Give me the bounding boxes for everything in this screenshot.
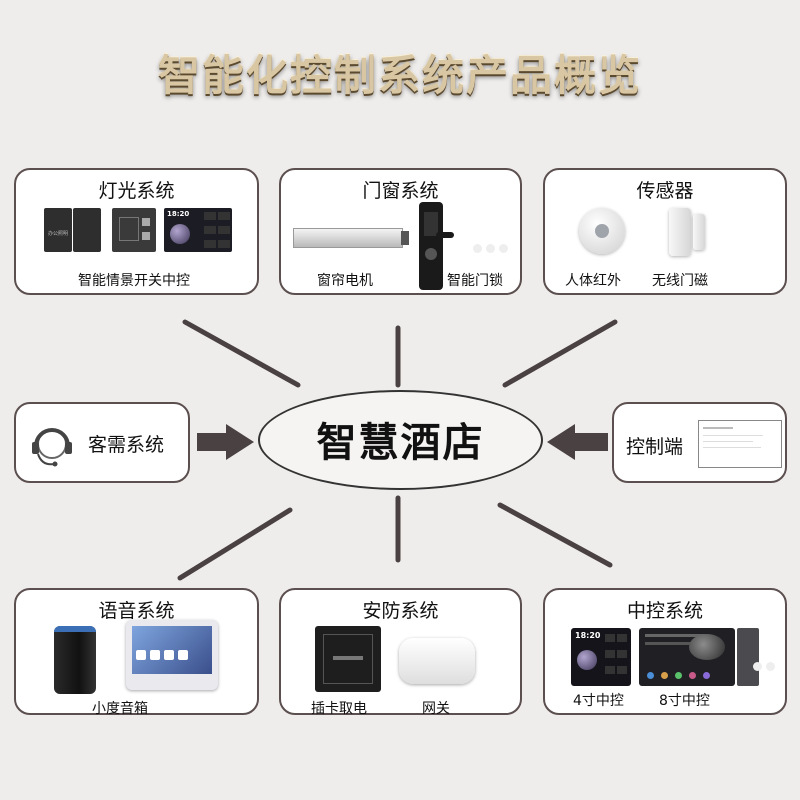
voice-title: 语音系统	[98, 600, 175, 622]
arrow-right-shaft	[572, 433, 608, 451]
gateway-image	[399, 638, 475, 684]
curtain-motor-cap	[401, 231, 409, 245]
sensor-card: 传感器 人体红外 无线门磁	[543, 168, 787, 295]
dots-decoration	[753, 656, 775, 675]
arrow-left-head	[226, 424, 254, 460]
line-lighting	[182, 319, 301, 388]
control-end-card: 控制端	[612, 402, 787, 483]
voice-caption: 小度音箱	[92, 701, 148, 717]
smart-speaker-image	[54, 626, 96, 694]
line-sensors	[502, 319, 618, 388]
voice-system-card: 语音系统 小度音箱	[14, 588, 259, 717]
8inch-caption: 8寸中控	[659, 693, 710, 709]
motion-sensor-caption: 人体红外	[565, 273, 621, 289]
door-sensor-image-b	[693, 214, 705, 250]
center-ellipse	[258, 390, 543, 490]
curtain-motor-image	[293, 228, 403, 248]
guest-service-card: 客需系统	[14, 402, 190, 483]
side-panel-image	[737, 628, 759, 686]
card-power-switch-image	[315, 626, 381, 692]
center-label: 智慧酒店	[316, 420, 485, 466]
security-title: 安防系统	[362, 600, 439, 622]
smart-lock-image	[419, 202, 443, 290]
line-voice	[177, 507, 293, 581]
arrow-right-head	[547, 424, 575, 460]
arrow-left-shaft	[197, 433, 229, 451]
gateway-caption: 网关	[422, 701, 450, 717]
doors-title: 门窗系统	[362, 180, 439, 202]
smart-lock-caption: 智能门锁	[447, 273, 503, 289]
door-sensor-image-a	[669, 208, 691, 256]
dots-decoration	[473, 238, 508, 257]
guest-title: 客需系统	[88, 434, 165, 456]
lighting-title: 灯光系统	[98, 180, 175, 202]
sensors-title: 传感器	[636, 180, 694, 202]
smart-display-image	[126, 620, 218, 690]
motion-sensor-image	[579, 208, 625, 254]
card-power-caption: 插卡取电	[311, 701, 367, 717]
switch-panel-1: 办公照明	[44, 208, 72, 252]
central-panel-time: 18:20	[575, 631, 601, 640]
curtain-motor-caption: 窗帘电机	[317, 273, 373, 289]
switch-label: 办公照明	[47, 231, 68, 237]
headset-agent-icon	[28, 420, 76, 470]
lighting-caption: 智能情景开关中控	[78, 273, 190, 289]
security-system-card: 安防系统 插卡取电 网关	[279, 588, 522, 717]
central-title: 中控系统	[626, 600, 703, 622]
lighting-panel-time: 18:20	[167, 210, 190, 218]
4inch-panel-image: 18:20	[571, 628, 631, 686]
page-title: 智能化控制系统产品概览	[157, 51, 642, 100]
switch-panel-2	[73, 208, 101, 252]
door-window-system-card: 门窗系统 窗帘电机 智能门锁	[279, 168, 522, 295]
control-software-screenshot	[698, 420, 782, 468]
line-central	[497, 502, 613, 568]
smart-lock-handle	[436, 232, 454, 238]
lighting-system-card: 灯光系统 办公照明 18:20 智能情景开关中控	[14, 168, 259, 295]
central-control-card: 中控系统 18:20 4寸中控 8寸中控	[543, 588, 787, 715]
control-end-title: 控制端	[626, 436, 684, 458]
door-sensor-caption: 无线门磁	[652, 273, 708, 289]
socket-panel	[112, 208, 156, 252]
lighting-control-screen: 18:20	[164, 208, 232, 252]
4inch-caption: 4寸中控	[573, 693, 624, 709]
8inch-panel-image	[639, 628, 735, 686]
